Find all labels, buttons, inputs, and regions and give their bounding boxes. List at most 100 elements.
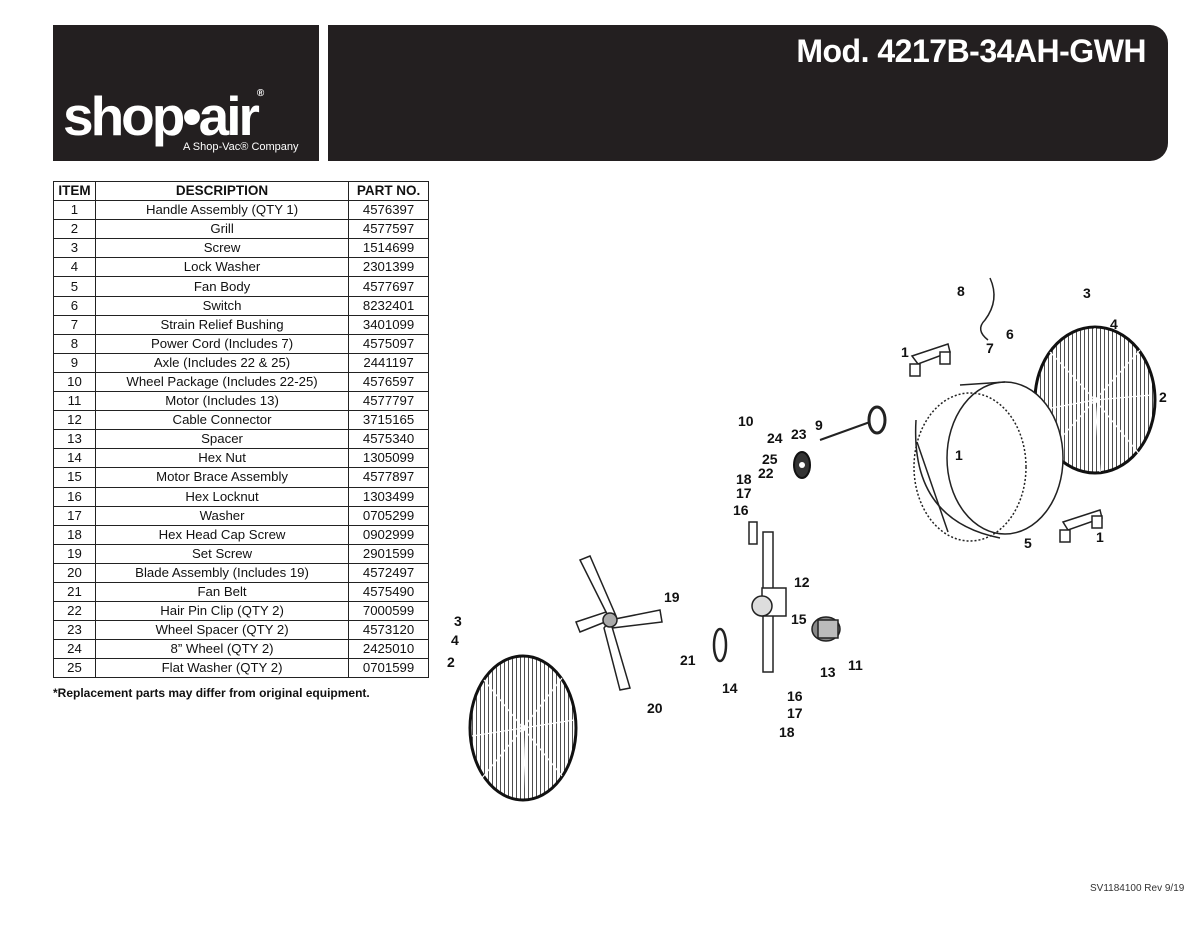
part-number: 4577697: [348, 276, 429, 297]
front-grill: [468, 654, 578, 802]
callout-25: 25: [762, 451, 778, 467]
exploded-parts-diagram: 8 3 4 6 7 1 2 10 9 24 23 25 22 18 17 16 …: [440, 260, 1180, 860]
part-description: Fan Belt: [94, 581, 350, 603]
part-description: Lock Washer: [94, 257, 350, 278]
part-number: 2425010: [348, 639, 429, 660]
item-number: 4: [53, 257, 96, 278]
part-number: 8232401: [348, 295, 429, 316]
part-description: 8” Wheel (QTY 2): [94, 639, 350, 660]
part-number: 3715165: [348, 410, 429, 431]
item-number: 25: [53, 658, 96, 679]
part-description: Motor Brace Assembly: [94, 467, 350, 488]
part-number: 4576397: [348, 200, 429, 221]
motor: [811, 616, 841, 642]
item-number: 17: [53, 505, 96, 526]
power-cord: [979, 277, 995, 341]
fan-body-drum: [913, 381, 1064, 542]
rear-grill: [1033, 325, 1157, 475]
part-number: 4573120: [348, 620, 429, 641]
callout-7: 7: [986, 340, 994, 356]
part-number: 4572497: [348, 562, 429, 583]
part-description: Strain Relief Bushing: [94, 314, 350, 335]
item-number: 22: [53, 601, 96, 622]
part-description: Handle Assembly (QTY 1): [94, 200, 350, 221]
callout-1-center: 1: [955, 447, 963, 463]
part-number: 0701599: [348, 658, 429, 679]
brand-tagline: A Shop-Vac® Company: [183, 141, 299, 153]
part-description: Switch: [94, 295, 350, 316]
model-title: Mod. 4217B-34AH-GWH: [796, 33, 1146, 69]
part-number: 3401099: [348, 314, 429, 335]
brand-logo-block: shop•air® A Shop-Vac® Company: [53, 25, 319, 161]
callout-17-bottom: 17: [787, 705, 803, 721]
part-description: Motor (Includes 13): [94, 391, 350, 412]
part-description: Wheel Package (Includes 22-25): [94, 371, 350, 393]
part-number: 0705299: [348, 505, 429, 526]
callout-17: 17: [736, 485, 752, 501]
part-number: 2901599: [348, 543, 429, 564]
part-description: Screw: [94, 238, 350, 259]
callout-5: 5: [1024, 535, 1032, 551]
callout-15: 15: [791, 611, 807, 627]
item-number: 9: [53, 352, 96, 373]
callout-2-left: 2: [447, 654, 455, 670]
bottom-handle: [1059, 509, 1103, 543]
item-number: 8: [53, 333, 96, 354]
part-number: 0902999: [348, 524, 429, 545]
callout-6: 6: [1006, 326, 1014, 342]
part-number: 1303499: [348, 486, 429, 507]
callout-16: 16: [733, 502, 749, 518]
column-header-description: DESCRIPTION: [94, 180, 350, 202]
part-number: 1305099: [348, 448, 429, 469]
column-header-item: ITEM: [53, 180, 96, 202]
callout-3: 3: [1083, 285, 1091, 301]
item-number: 20: [53, 562, 96, 583]
part-number: 4577797: [348, 391, 429, 412]
part-description: Grill: [94, 219, 350, 240]
callout-3-left: 3: [454, 613, 462, 629]
part-description: Hair Pin Clip (QTY 2): [94, 601, 350, 622]
callout-13: 13: [820, 664, 836, 680]
callout-14: 14: [722, 680, 738, 696]
part-description: Hex Locknut: [94, 486, 350, 507]
callout-12: 12: [794, 574, 810, 590]
part-number: 7000599: [348, 601, 429, 622]
part-description: Blade Assembly (Includes 19): [94, 562, 350, 583]
part-number: 1514699: [348, 238, 429, 259]
item-number: 15: [53, 467, 96, 488]
callout-1: 1: [901, 344, 909, 360]
item-number: 2: [53, 219, 96, 240]
part-description: Spacer: [94, 429, 350, 450]
callout-19: 19: [664, 589, 680, 605]
top-handle: [909, 343, 951, 377]
item-number: 24: [53, 639, 96, 660]
fan-belt: [712, 627, 728, 663]
callout-20: 20: [647, 700, 663, 716]
callout-16-bottom: 16: [787, 688, 803, 704]
diagram-drawing: [468, 277, 1157, 802]
part-description: Set Screw: [94, 543, 350, 564]
part-description: Fan Body: [94, 276, 350, 297]
item-number: 10: [53, 371, 96, 393]
item-number: 13: [53, 429, 96, 450]
part-number: 4575490: [348, 581, 429, 603]
